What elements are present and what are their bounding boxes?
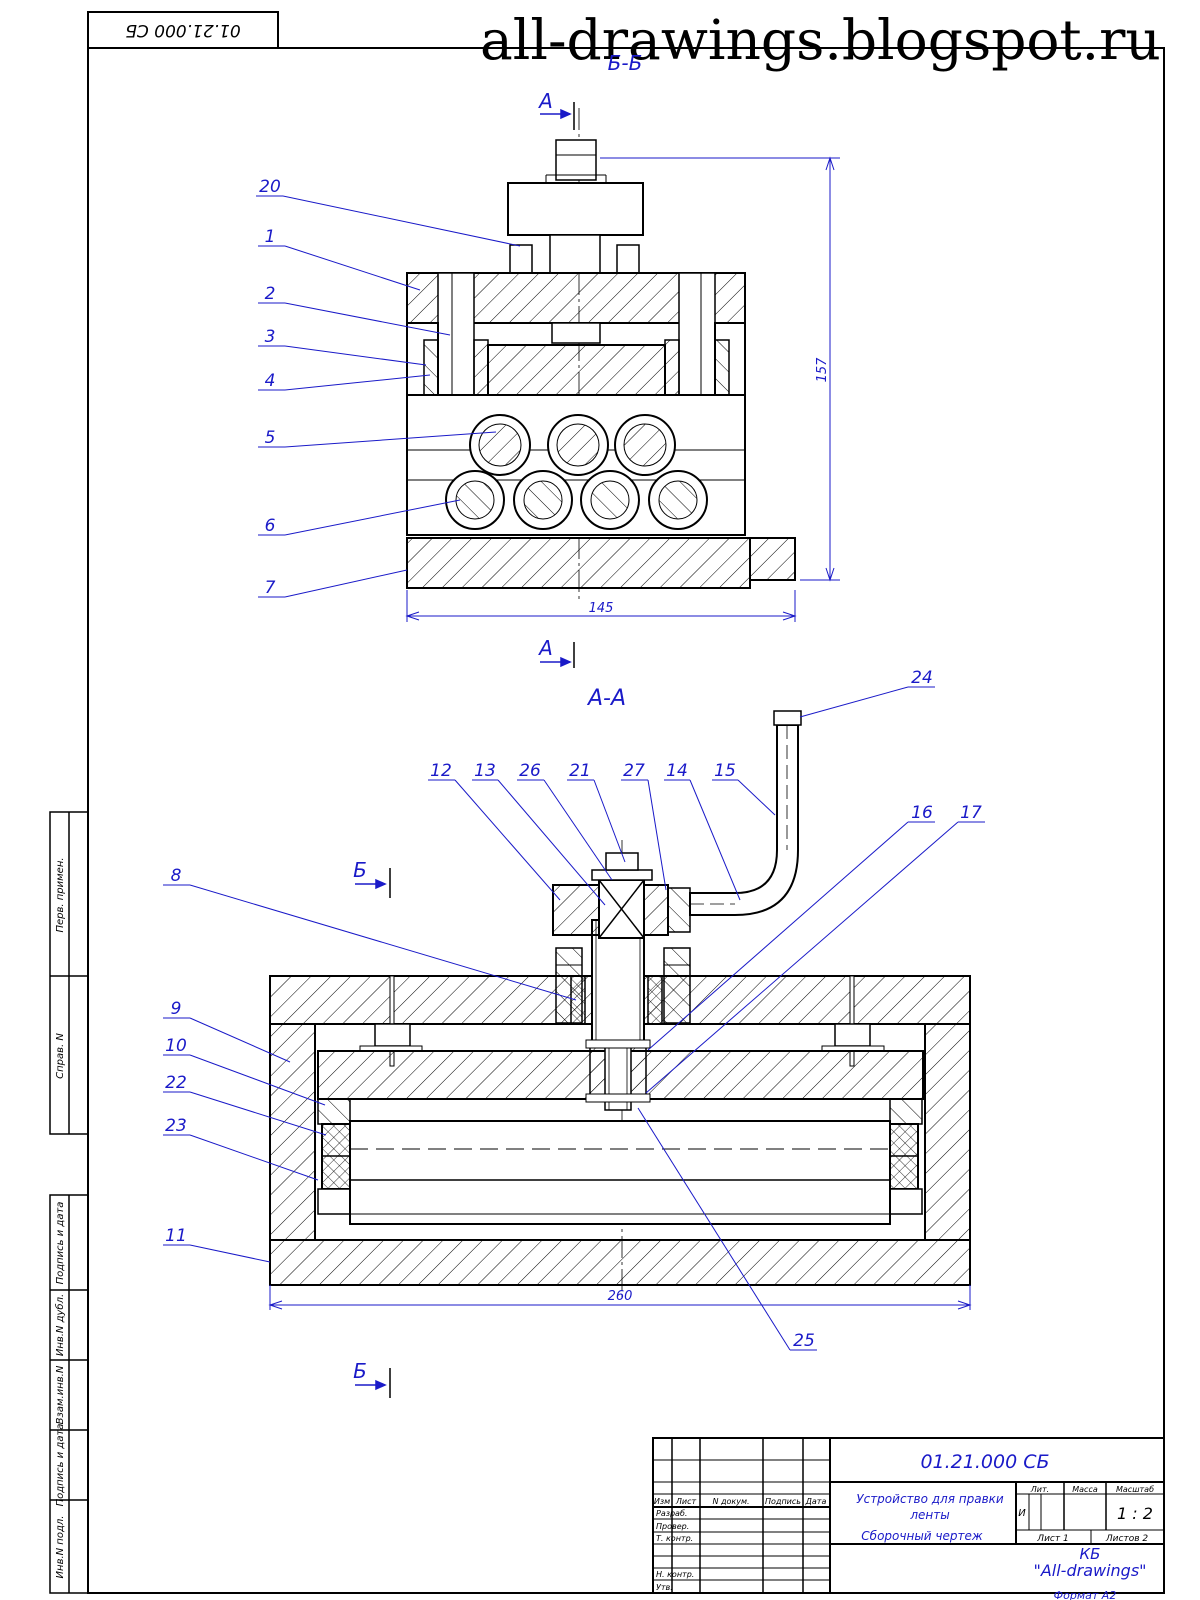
lbl-scale: Масштаб bbox=[1116, 1485, 1154, 1494]
callout-3: 3 bbox=[265, 327, 276, 347]
callout-9: 9 bbox=[171, 999, 182, 1019]
title-name-line2: ленты bbox=[909, 1508, 949, 1522]
callout-23: 23 bbox=[165, 1116, 187, 1136]
callout-21: 21 bbox=[569, 761, 591, 781]
org-line2: "All-drawings" bbox=[1033, 1561, 1146, 1580]
role-prover: Провер. bbox=[656, 1522, 689, 1531]
watermark: all-drawings.blogspot.ru bbox=[480, 8, 1161, 72]
dim-145: 145 bbox=[589, 601, 614, 616]
callout-14: 14 bbox=[666, 761, 688, 781]
dim-260: 260 bbox=[608, 1289, 633, 1304]
cut-letter-b-top: Б bbox=[353, 858, 367, 882]
rotated-stamp: 01.21.000 СБ bbox=[87, 11, 279, 49]
strip-label-dubl: Инв.N дубл. bbox=[54, 1294, 66, 1356]
cut-letter-bottom: А bbox=[537, 636, 553, 660]
title-doc-type: Сборочный чертеж bbox=[861, 1529, 983, 1543]
section-view: А-А bbox=[163, 668, 985, 1398]
role-nkontr: Н. контр. bbox=[656, 1570, 694, 1579]
stamp-text: 01.21.000 СБ bbox=[125, 20, 240, 40]
hdr-list: Лист bbox=[675, 1497, 697, 1506]
callout-26: 26 bbox=[519, 761, 541, 781]
strip-label-sign2: Подпись и дата bbox=[55, 1424, 66, 1507]
strip-label-perv: Перв. примен. bbox=[55, 857, 66, 932]
section-title: А-А bbox=[586, 686, 626, 711]
sheet-number: Лист 1 bbox=[1036, 1534, 1068, 1544]
dim-157: 157 bbox=[815, 357, 830, 383]
scale-value: 1 : 2 bbox=[1117, 1504, 1153, 1523]
callout-8: 8 bbox=[171, 866, 182, 886]
callout-4: 4 bbox=[265, 371, 276, 391]
role-razrab: Разраб. bbox=[656, 1509, 687, 1518]
strip-label-vzam: Взам.инв.N bbox=[55, 1365, 66, 1424]
role-utv: Утв. bbox=[656, 1583, 673, 1592]
callout-2: 2 bbox=[265, 284, 276, 304]
title-designation: 01.21.000 СБ bbox=[920, 1451, 1049, 1473]
callout-12: 12 bbox=[430, 761, 452, 781]
callout-22: 22 bbox=[165, 1073, 187, 1093]
callout-5: 5 bbox=[265, 428, 276, 448]
strip-label-podl: Инв.N подл. bbox=[55, 1516, 66, 1579]
hdr-izm: Изм bbox=[654, 1497, 670, 1506]
left-strip bbox=[49, 811, 89, 1594]
top-section-title: Б-Б bbox=[608, 51, 643, 75]
hdr-ndok: N докум. bbox=[712, 1497, 749, 1506]
cut-letter-top: А bbox=[537, 89, 553, 113]
format-label: Формат А2 bbox=[1054, 1589, 1117, 1600]
callout-24: 24 bbox=[911, 668, 933, 688]
lbl-lit: Лит. bbox=[1030, 1485, 1049, 1494]
hdr-podpis: Подпись bbox=[765, 1497, 801, 1506]
lit-value: И bbox=[1018, 1508, 1026, 1519]
callout-20: 20 bbox=[259, 177, 281, 197]
callout-7: 7 bbox=[265, 578, 276, 598]
lbl-mass: Масса bbox=[1072, 1485, 1098, 1494]
top-view: Б-Б bbox=[256, 51, 840, 668]
callout-6: 6 bbox=[265, 516, 276, 536]
strip-label-sign1: Подпись и дата bbox=[55, 1202, 66, 1285]
title-name-line1: Устройство для правки bbox=[856, 1492, 1004, 1506]
hdr-data: Дата bbox=[805, 1497, 827, 1506]
cut-letter-b-bottom: Б bbox=[353, 1359, 367, 1383]
org-line1: КБ bbox=[1080, 1545, 1101, 1563]
callout-11: 11 bbox=[165, 1226, 187, 1246]
callout-15: 15 bbox=[714, 761, 736, 781]
callout-13: 13 bbox=[474, 761, 496, 781]
role-tkontr: Т. контр. bbox=[656, 1534, 693, 1543]
callout-25: 25 bbox=[793, 1331, 815, 1351]
callout-10: 10 bbox=[165, 1036, 187, 1056]
callout-17: 17 bbox=[960, 803, 982, 823]
callout-16: 16 bbox=[911, 803, 933, 823]
title-block bbox=[652, 1437, 1165, 1594]
sheet-count: Листов 2 bbox=[1105, 1534, 1148, 1544]
callout-27: 27 bbox=[623, 761, 645, 781]
strip-label-sprav: Справ. N bbox=[55, 1033, 66, 1079]
callout-1: 1 bbox=[265, 227, 276, 247]
